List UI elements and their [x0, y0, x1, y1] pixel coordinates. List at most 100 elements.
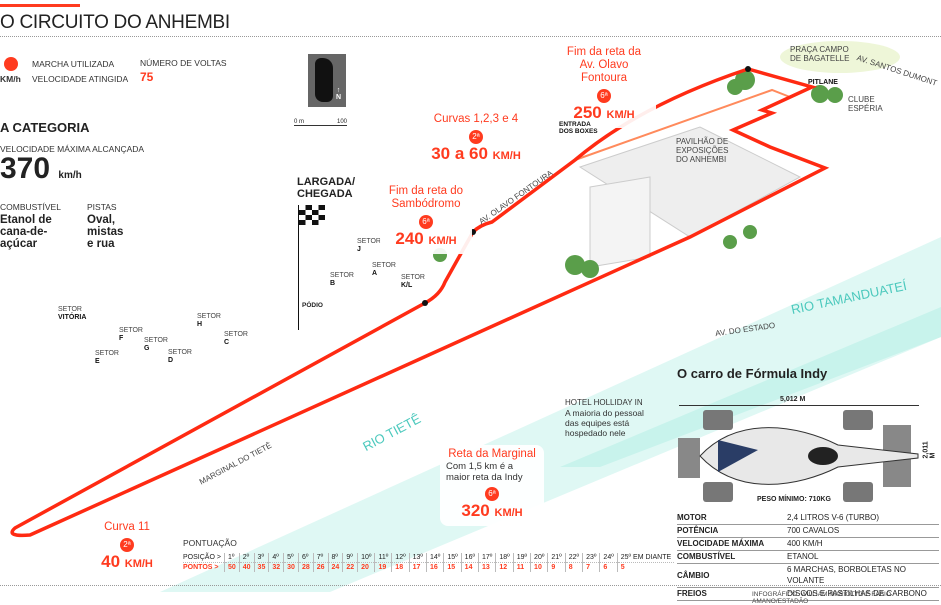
spec-value: 700 CAVALOS	[787, 524, 939, 538]
pavilion-label: PAVILHÃO DE EXPOSIÇÕES DO ANHEMBI	[676, 137, 729, 164]
position-label: POSIÇÃO >	[183, 554, 221, 561]
position-cell: 1º	[223, 553, 240, 563]
spec-value: ETANOL	[787, 550, 939, 564]
length-dimension-line	[679, 405, 919, 406]
position-cell: 2º	[238, 553, 255, 563]
hotel-desc: A maioria do pessoal das equipes está ho…	[565, 408, 644, 438]
pit-entry-label: ENTRADA DOS BOXES	[559, 121, 598, 135]
position-cell: 24º	[599, 553, 618, 563]
fuel-value: Etanol de cana-de-açúcar	[0, 214, 52, 250]
spec-label: VELOCIDADE MÁXIMA	[677, 537, 787, 551]
position-cell: 7º	[312, 553, 329, 563]
position-cell: 9º	[342, 553, 358, 563]
position-cell: 14º	[425, 553, 444, 563]
callout-marginal: Reta da Marginal Com 1,5 km é a maior re…	[440, 445, 544, 526]
page-title: O CIRCUITO DO ANHEMBI	[0, 12, 230, 33]
river-tamanduatei	[560, 307, 941, 467]
points-cell: 26	[312, 562, 329, 572]
points-cell: 35	[253, 562, 269, 572]
points-cell: 12	[495, 562, 514, 572]
points-cell: 22	[342, 562, 358, 572]
points-cell: 19	[374, 562, 392, 572]
spec-value: 6 MARCHAS, BORBOLETAS NO VOLANTE	[787, 563, 939, 588]
speed-legend-label: VELOCIDADE ATINGIDA	[32, 74, 129, 84]
divider	[0, 585, 941, 586]
points-cell: 32	[268, 562, 284, 572]
position-cell: 22º	[564, 553, 583, 563]
car-width: 2,011 M	[922, 441, 937, 459]
position-cell: 18º	[495, 553, 514, 563]
min-weight: PESO MÍNIMO: 710KG	[757, 496, 831, 503]
divider	[0, 36, 941, 37]
points-cell: 7	[582, 562, 600, 572]
points-cell: 50	[223, 562, 240, 572]
position-cell: 5º	[283, 553, 299, 563]
points-label: PONTOS >	[183, 562, 225, 572]
car-title: O carro de Fórmula Indy	[677, 366, 828, 381]
position-cell: 13º	[408, 553, 427, 563]
position-cell: 19º	[512, 553, 531, 563]
circuit-map	[10, 41, 941, 592]
locator-map: ↑N	[308, 54, 346, 107]
pitlane-label: PITLANE	[808, 79, 838, 86]
points-cell: 28	[297, 562, 314, 572]
max-speed-value: 370 km/h	[0, 152, 82, 185]
credit: INFOGRÁFICO: WILLIAM MARIOTTO E FÁBIO AM…	[752, 591, 891, 605]
car-length: 5,012 M	[780, 396, 806, 403]
tracks-label: PISTAS	[87, 202, 117, 212]
gear-dot-icon	[4, 57, 18, 71]
start-finish-label: LARGADA/ CHEGADA	[297, 176, 356, 200]
river-tiete	[160, 237, 941, 592]
position-cell: 15º	[443, 553, 462, 563]
pit-lane	[574, 88, 791, 161]
accent-bar	[0, 4, 80, 7]
points-cell: 9	[547, 562, 566, 572]
praca-park	[780, 41, 900, 73]
points-cell: 17	[408, 562, 427, 572]
max-speed-label: VELOCIDADE MÁXIMA ALCANÇADA	[0, 144, 145, 154]
points-cell: 5	[616, 562, 675, 572]
points-cell: 18	[391, 562, 410, 572]
hotel-label: HOTEL HOLLIDAY IN	[565, 398, 643, 407]
position-cell: 25º EM DIANTE	[616, 553, 675, 563]
laps-value: 75	[140, 70, 154, 84]
position-cell: 12º	[391, 553, 410, 563]
spec-label: FREIOS	[677, 587, 787, 601]
category-heading: A CATEGORIA	[0, 120, 90, 135]
points-cell: 8	[564, 562, 583, 572]
position-cell: 20º	[530, 553, 548, 563]
position-cell: 8º	[327, 553, 343, 563]
position-cell: 10º	[357, 553, 375, 563]
points-cell: 20	[357, 562, 375, 572]
trees	[433, 70, 843, 278]
position-cell: 21º	[547, 553, 566, 563]
points-cell: 6	[599, 562, 618, 572]
position-cell: 11º	[374, 553, 392, 563]
points-cell: 15	[443, 562, 462, 572]
spec-label: POTÊNCIA	[677, 524, 787, 538]
position-cell: 16º	[460, 553, 479, 563]
position-cell: 4º	[268, 553, 284, 563]
speed-unit-legend: KM/h	[0, 74, 21, 84]
points-cell: 11	[512, 562, 531, 572]
north-arrow-icon: ↑N	[336, 87, 342, 101]
